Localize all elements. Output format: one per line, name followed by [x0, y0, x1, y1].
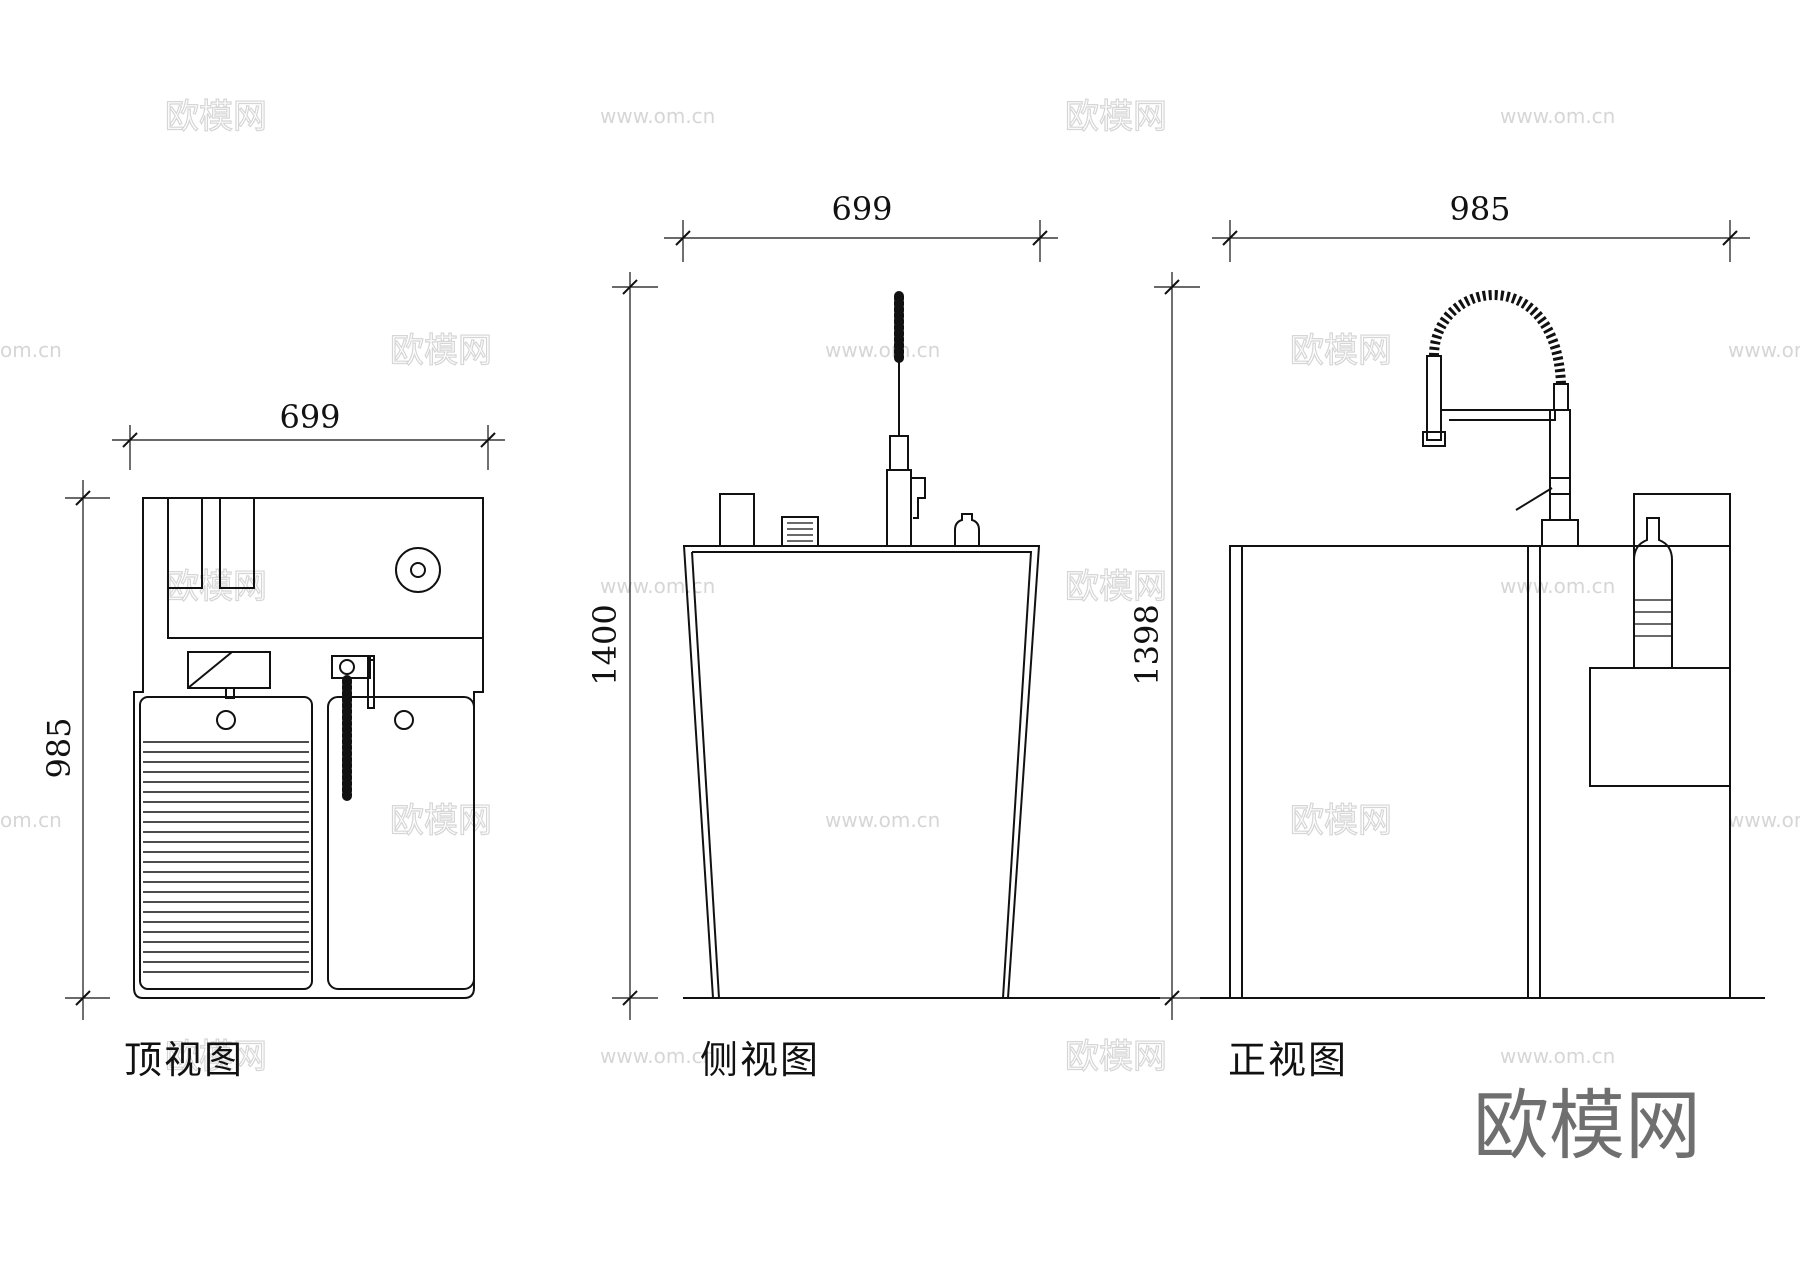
- washboard-ridges: [143, 741, 309, 973]
- front-view-caption: 正视图: [1228, 1038, 1348, 1082]
- side-width-dimension: 699: [664, 190, 1058, 262]
- side-width-label: 699: [831, 190, 892, 228]
- watermark-site: www.om.cn: [1500, 574, 1615, 598]
- front-faucet-spring-hose: [1429, 290, 1566, 385]
- front-side-cabinet: [1589, 667, 1731, 787]
- top-towel-slot: [167, 498, 203, 589]
- watermark-brand: 欧模网: [1290, 801, 1392, 841]
- side-faucet-lever: [911, 477, 926, 519]
- front-bottle: [1633, 517, 1673, 668]
- side-faucet-neck: [889, 435, 909, 471]
- top-washboard-tap-stem: [225, 687, 235, 699]
- side-view-caption: 侧视图: [700, 1038, 820, 1082]
- side-view: 699 1400: [586, 190, 1160, 1020]
- top-depth-label: 985: [40, 717, 78, 778]
- side-cabinet-body: [682, 545, 1041, 999]
- front-faucet-neck: [1553, 383, 1569, 411]
- front-faucet-lever-hub: [1549, 477, 1571, 495]
- top-soap-dish-center: [410, 562, 426, 578]
- brand-logo: 欧模网: [1473, 1081, 1701, 1170]
- watermark-brand: 欧模网: [165, 1037, 267, 1077]
- watermark-site: om.cn: [0, 808, 62, 832]
- watermark-site: www.om.cn: [825, 808, 940, 832]
- watermark-site: www.om.cn: [600, 1044, 715, 1068]
- watermark-site: www.om.cn: [1500, 104, 1615, 128]
- front-cabinet-body: [1229, 545, 1731, 999]
- watermark-brand: 欧模网: [1065, 1037, 1167, 1077]
- side-bottle: [954, 513, 980, 546]
- side-cabinet-inner-edge: [692, 551, 1033, 999]
- front-upper-shelf: [1633, 493, 1731, 546]
- watermark-site: www.om.cn: [600, 104, 715, 128]
- side-faucet-body: [886, 469, 912, 547]
- top-towel-slot: [219, 498, 255, 589]
- watermark-brand: 欧模网: [390, 801, 492, 841]
- front-faucet-lever: [1515, 487, 1553, 511]
- front-faucet-body: [1549, 409, 1571, 521]
- front-faucet-arm: [1441, 409, 1556, 421]
- front-width-label: 985: [1449, 190, 1510, 228]
- watermark-brand: 欧模网: [1065, 97, 1167, 137]
- front-faucet-base: [1541, 519, 1579, 547]
- side-height-dimension: 1400: [586, 272, 658, 1020]
- top-width-label: 699: [279, 398, 340, 436]
- watermark-brand: 欧模网: [390, 331, 492, 371]
- top-washboard-basin: [139, 696, 313, 990]
- top-drain-left: [216, 710, 236, 730]
- watermark-brand: 欧模网: [165, 97, 267, 137]
- top-washboard-tap: [187, 651, 271, 689]
- watermark-brand: 欧模网: [1065, 567, 1167, 607]
- front-view: 985 1398: [1128, 190, 1765, 1020]
- top-drain-right: [394, 710, 414, 730]
- watermark-site: www.om.cn: [1728, 808, 1800, 832]
- side-height-label: 1400: [586, 604, 624, 685]
- top-view-caption: 顶视图: [124, 1038, 244, 1082]
- watermark-site: www.om.cn: [825, 338, 940, 362]
- top-depth-dimension: 985: [40, 480, 110, 1020]
- top-washboard-tap-edge: [187, 651, 233, 689]
- top-soap-dish: [395, 547, 441, 593]
- watermark-brand: 欧模网: [1290, 331, 1392, 371]
- top-width-dimension: 699: [112, 398, 505, 470]
- side-cup: [719, 493, 755, 547]
- watermark-layer: 欧模网 www.om.cn 欧模网 www.om.cn om.cn 欧模网 ww…: [0, 96, 1800, 1077]
- watermark-site: www.om.cn: [1728, 338, 1800, 362]
- side-detergent-box: [781, 516, 819, 547]
- front-height-dimension: 1398: [1128, 272, 1200, 1020]
- top-right-basin: [327, 696, 475, 990]
- top-cabinet-outline: [133, 497, 484, 999]
- watermark-site: www.om.cn: [600, 574, 715, 598]
- top-faucet-knob: [339, 659, 355, 675]
- front-height-label: 1398: [1128, 604, 1166, 685]
- watermark-site: www.om.cn: [1500, 1044, 1615, 1068]
- watermark-site: om.cn: [0, 338, 62, 362]
- top-faucet-base: [331, 655, 371, 679]
- top-faucet-handle: [367, 655, 375, 709]
- front-faucet-spray-head: [1426, 355, 1442, 441]
- top-view: 699 985: [40, 398, 505, 1020]
- front-width-dimension: 985: [1212, 190, 1750, 262]
- front-faucet-nozzle: [1422, 431, 1446, 447]
